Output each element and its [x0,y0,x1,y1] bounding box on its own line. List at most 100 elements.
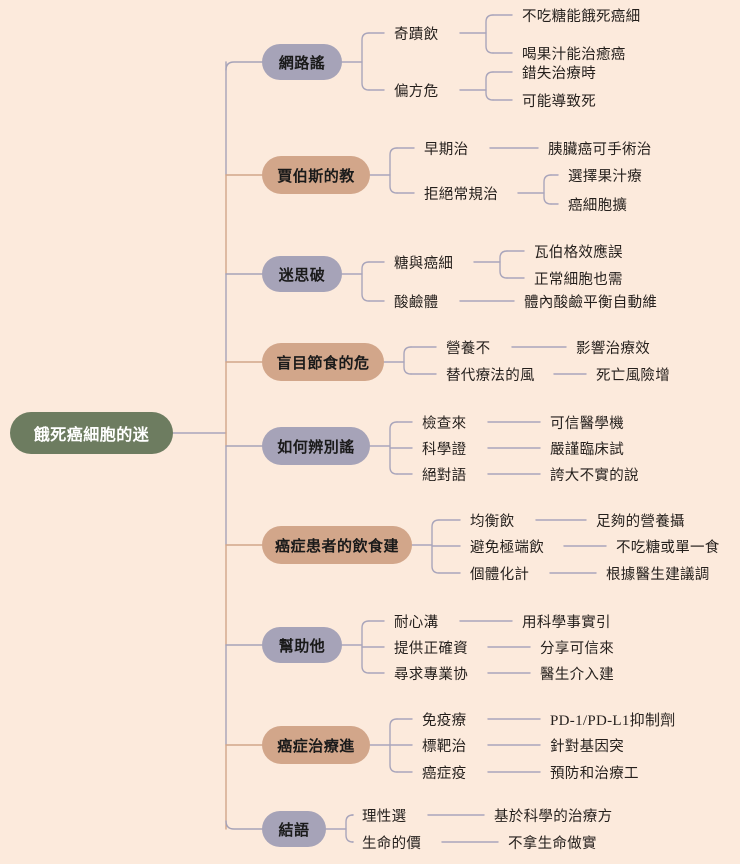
branch-jobs-lesson-child-1-leaf-0-label: 選擇果汁療 [568,168,642,185]
branch-patient-diet-advice-child-1-leaf-0[interactable]: 不吃糖或單一食 [616,536,728,556]
branch-patient-diet-advice-child-2-leaf-0-label: 根據醫生建議調 [606,566,710,583]
branch-jobs-lesson[interactable]: 賈伯斯的教 [262,156,370,194]
connector-path [225,61,263,71]
branch-internet-rumor-child-1-leaf-0-label: 錯失治療時 [522,65,596,82]
branch-patient-diet-advice-child-2-label: 個體化計 [470,566,530,583]
branch-jobs-lesson-child-1-leaf-0[interactable]: 選擇果汁療 [568,165,652,185]
branch-help-others-child-0-leaf-0-label: 用科學事實引 [522,614,611,631]
branch-help-others-child-2-leaf-0[interactable]: 醫生介入建 [540,663,624,683]
branch-myth-busting-child-0-leaf-0[interactable]: 瓦伯格效應誤 [534,241,632,261]
branch-treatment-progress-child-0-leaf-0[interactable]: PD-1/PD-L1抑制劑 [550,709,686,729]
branch-internet-rumor-child-1-leaf-1-label: 可能導致死 [522,93,596,110]
branch-help-others-child-0-label: 耐心溝 [394,614,439,631]
branch-help-others-child-2[interactable]: 尋求專業协 [394,663,480,683]
branch-fasting-danger-child-0-leaf-0-label: 影響治療效 [576,340,650,357]
branch-fasting-danger-child-1-leaf-0[interactable]: 死亡風險增 [596,364,680,384]
branch-internet-rumor-child-0[interactable]: 奇蹟飲 [394,23,452,43]
branch-identify-rumors-child-2[interactable]: 絕對語 [422,464,480,484]
branch-identify-rumors-child-0-leaf-0[interactable]: 可信醫學機 [550,412,634,432]
branch-myth-busting-child-1[interactable]: 酸鹼體 [394,291,452,311]
branch-help-others-child-1-leaf-0[interactable]: 分享可信來 [540,637,624,657]
branch-myth-busting-child-0-leaf-1-label: 正常細胞也需 [534,271,623,288]
branch-treatment-progress-child-1-label: 標靶治 [422,738,467,755]
branch-treatment-progress-child-2-leaf-0[interactable]: 預防和治療工 [550,762,648,782]
branch-treatment-progress-child-1-leaf-0-label: 針對基因突 [550,738,624,755]
branch-fasting-danger-child-0[interactable]: 營養不 [446,337,504,357]
branch-treatment-progress-child-0-leaf-0-label: PD-1/PD-L1抑制劑 [550,712,676,729]
branch-help-others-child-1[interactable]: 提供正確資 [394,637,480,657]
branch-fasting-danger[interactable]: 盲目節食的危 [262,343,384,381]
branch-patient-diet-advice-child-2[interactable]: 個體化計 [470,563,542,583]
connector-path [499,250,508,279]
branch-jobs-lesson-child-1[interactable]: 拒絕常規治 [424,183,510,203]
branch-patient-diet-advice-child-1[interactable]: 避免極端飲 [470,536,556,556]
branch-conclusion-child-1[interactable]: 生命的價 [362,832,434,852]
branch-patient-diet-advice-child-0-leaf-0-label: 足夠的營養攝 [596,513,685,530]
branch-identify-rumors-child-1-leaf-0[interactable]: 嚴謹臨床試 [550,438,634,458]
branch-help-others-child-2-label: 尋求專業协 [394,666,468,683]
branch-identify-rumors-child-2-label: 絕對語 [422,467,467,484]
branch-treatment-progress-child-1[interactable]: 標靶治 [422,735,480,755]
branch-treatment-progress[interactable]: 癌症治療進 [262,726,370,764]
branch-treatment-progress-child-1-leaf-0[interactable]: 針對基因突 [550,735,634,755]
branch-help-others-child-1-label: 提供正確資 [394,640,468,657]
branch-myth-busting-child-1-label: 酸鹼體 [394,294,439,311]
branch-myth-busting[interactable]: 迷思破 [262,256,342,292]
branch-fasting-danger-child-0-label: 營養不 [446,340,491,357]
branch-internet-rumor-child-0-leaf-0[interactable]: 不吃糖能餓死癌細 [522,5,648,25]
branch-identify-rumors-child-2-leaf-0[interactable]: 誇大不實的說 [550,464,648,484]
branch-jobs-lesson-child-1-leaf-1-label: 癌細胞擴 [568,197,628,214]
branch-myth-busting-child-0-leaf-1[interactable]: 正常細胞也需 [534,268,632,288]
connector-path [361,620,370,674]
branch-internet-rumor-child-0-leaf-1[interactable]: 喝果汁能治癒癌 [522,43,634,63]
branch-myth-busting-child-0[interactable]: 糖與癌細 [394,252,466,272]
branch-conclusion-child-1-leaf-0[interactable]: 不拿生命做實 [508,832,606,852]
branch-myth-busting-child-1-leaf-0-label: 體內酸鹼平衡自動維 [524,294,658,311]
branch-treatment-progress-child-2-leaf-0-label: 預防和治療工 [550,765,639,782]
branch-jobs-lesson-child-1-leaf-1[interactable]: 癌細胞擴 [568,194,638,214]
branch-conclusion-child-0-leaf-0[interactable]: 基於科學的治療方 [494,805,620,825]
branch-help-others-label: 幫助他 [278,637,326,655]
branch-patient-diet-advice-child-0[interactable]: 均衡飲 [470,510,528,530]
branch-myth-busting-child-0-leaf-0-label: 瓦伯格效應誤 [534,244,623,261]
branch-patient-diet-advice[interactable]: 癌症患者的飲食建 [262,526,412,564]
branch-treatment-progress-child-2-label: 癌症疫 [422,765,467,782]
branch-internet-rumor-child-0-label: 奇蹟飲 [394,26,439,43]
branch-internet-rumor-child-1-leaf-1[interactable]: 可能導致死 [522,90,606,110]
branch-internet-rumor-child-1-label: 偏方危 [394,83,439,100]
branch-internet-rumor[interactable]: 網路謠 [262,44,342,80]
connector-path [485,14,494,54]
branch-patient-diet-advice-child-0-label: 均衡飲 [470,513,515,530]
branch-help-others[interactable]: 幫助他 [262,627,342,663]
branch-help-others-child-0[interactable]: 耐心溝 [394,611,452,631]
branch-conclusion[interactable]: 結語 [262,811,326,847]
branch-identify-rumors-child-1[interactable]: 科學證 [422,438,480,458]
branch-treatment-progress-child-2[interactable]: 癌症疫 [422,762,480,782]
branch-identify-rumors-child-0[interactable]: 檢查來 [422,412,480,432]
branch-identify-rumors-child-1-leaf-0-label: 嚴謹臨床試 [550,441,624,458]
branch-jobs-lesson-child-0-label: 早期治 [424,141,469,158]
branch-internet-rumor-child-1-leaf-0[interactable]: 錯失治療時 [522,62,606,82]
branch-fasting-danger-child-1-label: 替代療法的風 [446,367,535,384]
branch-patient-diet-advice-child-1-label: 避免極端飲 [470,539,544,556]
connector-path [361,261,370,302]
branch-internet-rumor-child-0-leaf-1-label: 喝果汁能治癒癌 [522,46,626,63]
branch-myth-busting-child-1-leaf-0[interactable]: 體內酸鹼平衡自動維 [524,291,668,311]
branch-jobs-lesson-child-0-leaf-0[interactable]: 胰臟癌可手術治 [548,138,660,158]
branch-identify-rumors[interactable]: 如何辨別謠 [262,427,370,465]
branch-fasting-danger-child-1[interactable]: 替代療法的風 [446,364,546,384]
connector-path [431,519,440,574]
branch-identify-rumors-label: 如何辨別謠 [277,438,355,456]
branch-help-others-child-0-leaf-0[interactable]: 用科學事實引 [522,611,620,631]
branch-treatment-progress-child-0-label: 免疫療 [422,712,467,729]
root-node[interactable]: 餓死癌細胞的迷 [10,412,173,454]
branch-patient-diet-advice-child-2-leaf-0[interactable]: 根據醫生建議調 [606,563,718,583]
branch-fasting-danger-child-0-leaf-0[interactable]: 影響治療效 [576,337,660,357]
branch-patient-diet-advice-child-0-leaf-0[interactable]: 足夠的營養攝 [596,510,694,530]
branch-internet-rumor-child-1[interactable]: 偏方危 [394,80,452,100]
branch-conclusion-child-0[interactable]: 理性選 [362,805,420,825]
branch-jobs-lesson-child-0[interactable]: 早期治 [424,138,482,158]
branch-conclusion-child-0-label: 理性選 [362,808,407,825]
branch-treatment-progress-child-0[interactable]: 免疫療 [422,709,480,729]
